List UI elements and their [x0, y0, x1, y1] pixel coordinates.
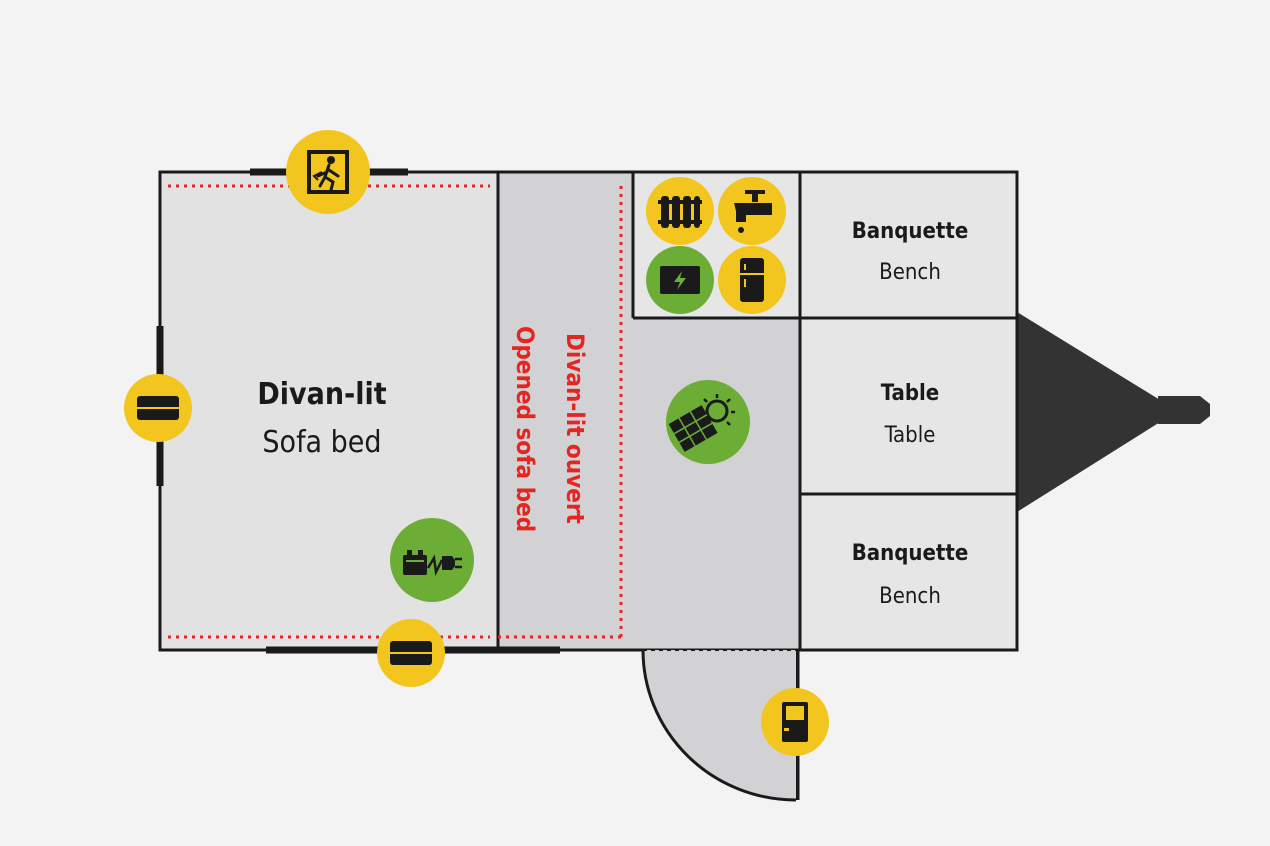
window-icon [124, 374, 192, 442]
opened-sofa-bed-label-fr: Divan-lit ouvert [561, 333, 589, 524]
battery-screen-icon [646, 246, 714, 314]
solar-panel-icon [666, 380, 750, 464]
faucet-icon [718, 177, 786, 245]
table-area [800, 318, 1017, 494]
shore-power-battery-icon [390, 518, 474, 602]
heater-icon [646, 177, 714, 245]
bench-bottom-label-fr: Banquette [852, 541, 969, 566]
window-icon [377, 619, 445, 687]
opened-sofa-bed-label-en: Opened sofa bed [511, 326, 539, 532]
bench-top-label-en: Bench [879, 260, 941, 285]
entry-door [641, 649, 797, 802]
table-label-en: Table [884, 423, 936, 448]
bench-top-label-fr: Banquette [852, 219, 969, 244]
table-label-fr: Table [881, 381, 939, 406]
bench-bottom-label-en: Bench [879, 584, 941, 609]
trailer-hitch [1017, 312, 1210, 512]
bench-top-area [800, 172, 1017, 318]
sofa-bed-label-fr: Divan-lit [257, 377, 386, 412]
bench-bottom-area [800, 494, 1017, 650]
fridge-icon [718, 246, 786, 314]
door-icon [761, 688, 829, 756]
sofa-bed-label-en: Sofa bed [262, 425, 381, 460]
emergency-exit-icon [286, 130, 370, 214]
